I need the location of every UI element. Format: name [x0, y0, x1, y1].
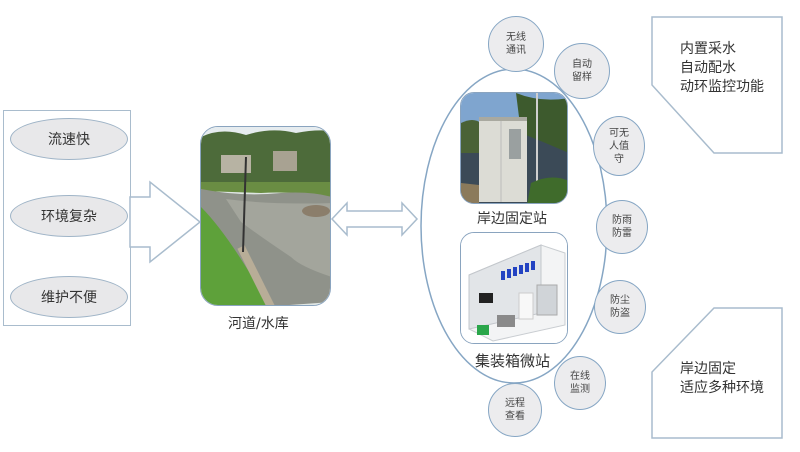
challenge-label: 流速快 — [48, 132, 90, 148]
challenge-hard-maintenance: 维护不便 — [10, 276, 128, 318]
river-photo — [200, 126, 331, 306]
feature-auto-sampling: 自动 留样 — [554, 43, 610, 99]
challenge-label: 环境复杂 — [41, 209, 97, 225]
feature-rain-lightning-proof: 防雨 防雷 — [596, 200, 648, 254]
note-box-bottom-shape — [651, 307, 783, 439]
shore-station-caption: 岸边固定站 — [477, 211, 547, 227]
challenge-fast-flow: 流速快 — [10, 118, 128, 160]
right-arrow-icon — [129, 180, 202, 264]
container-station-photo — [460, 232, 568, 344]
feature-dust-theft-proof: 防尘 防盗 — [594, 280, 646, 334]
container-station-caption: 集装箱微站 — [475, 352, 551, 370]
river-caption: 河道/水库 — [228, 316, 289, 332]
shore-station-cabinet-icon — [461, 93, 567, 203]
note-top-text: 内置采水 自动配水 动环监控功能 — [680, 41, 764, 95]
feature-remote-viewing: 远程 查看 — [488, 383, 542, 437]
feature-online-monitoring: 在线 监测 — [554, 356, 606, 410]
feature-wireless-communication: 无线 通讯 — [488, 16, 544, 72]
challenge-complex-environment: 环境复杂 — [10, 195, 128, 237]
note-box-top-shape — [651, 16, 783, 154]
shore-station-photo — [460, 92, 568, 204]
river-photo-icon — [201, 127, 330, 305]
note-bottom-text: 岸边固定 适应多种环境 — [680, 361, 764, 396]
double-arrow-icon — [330, 201, 419, 237]
challenge-label: 维护不便 — [41, 290, 97, 306]
feature-unattended: 可无 人值 守 — [593, 116, 645, 176]
container-micro-station-icon — [461, 233, 567, 343]
